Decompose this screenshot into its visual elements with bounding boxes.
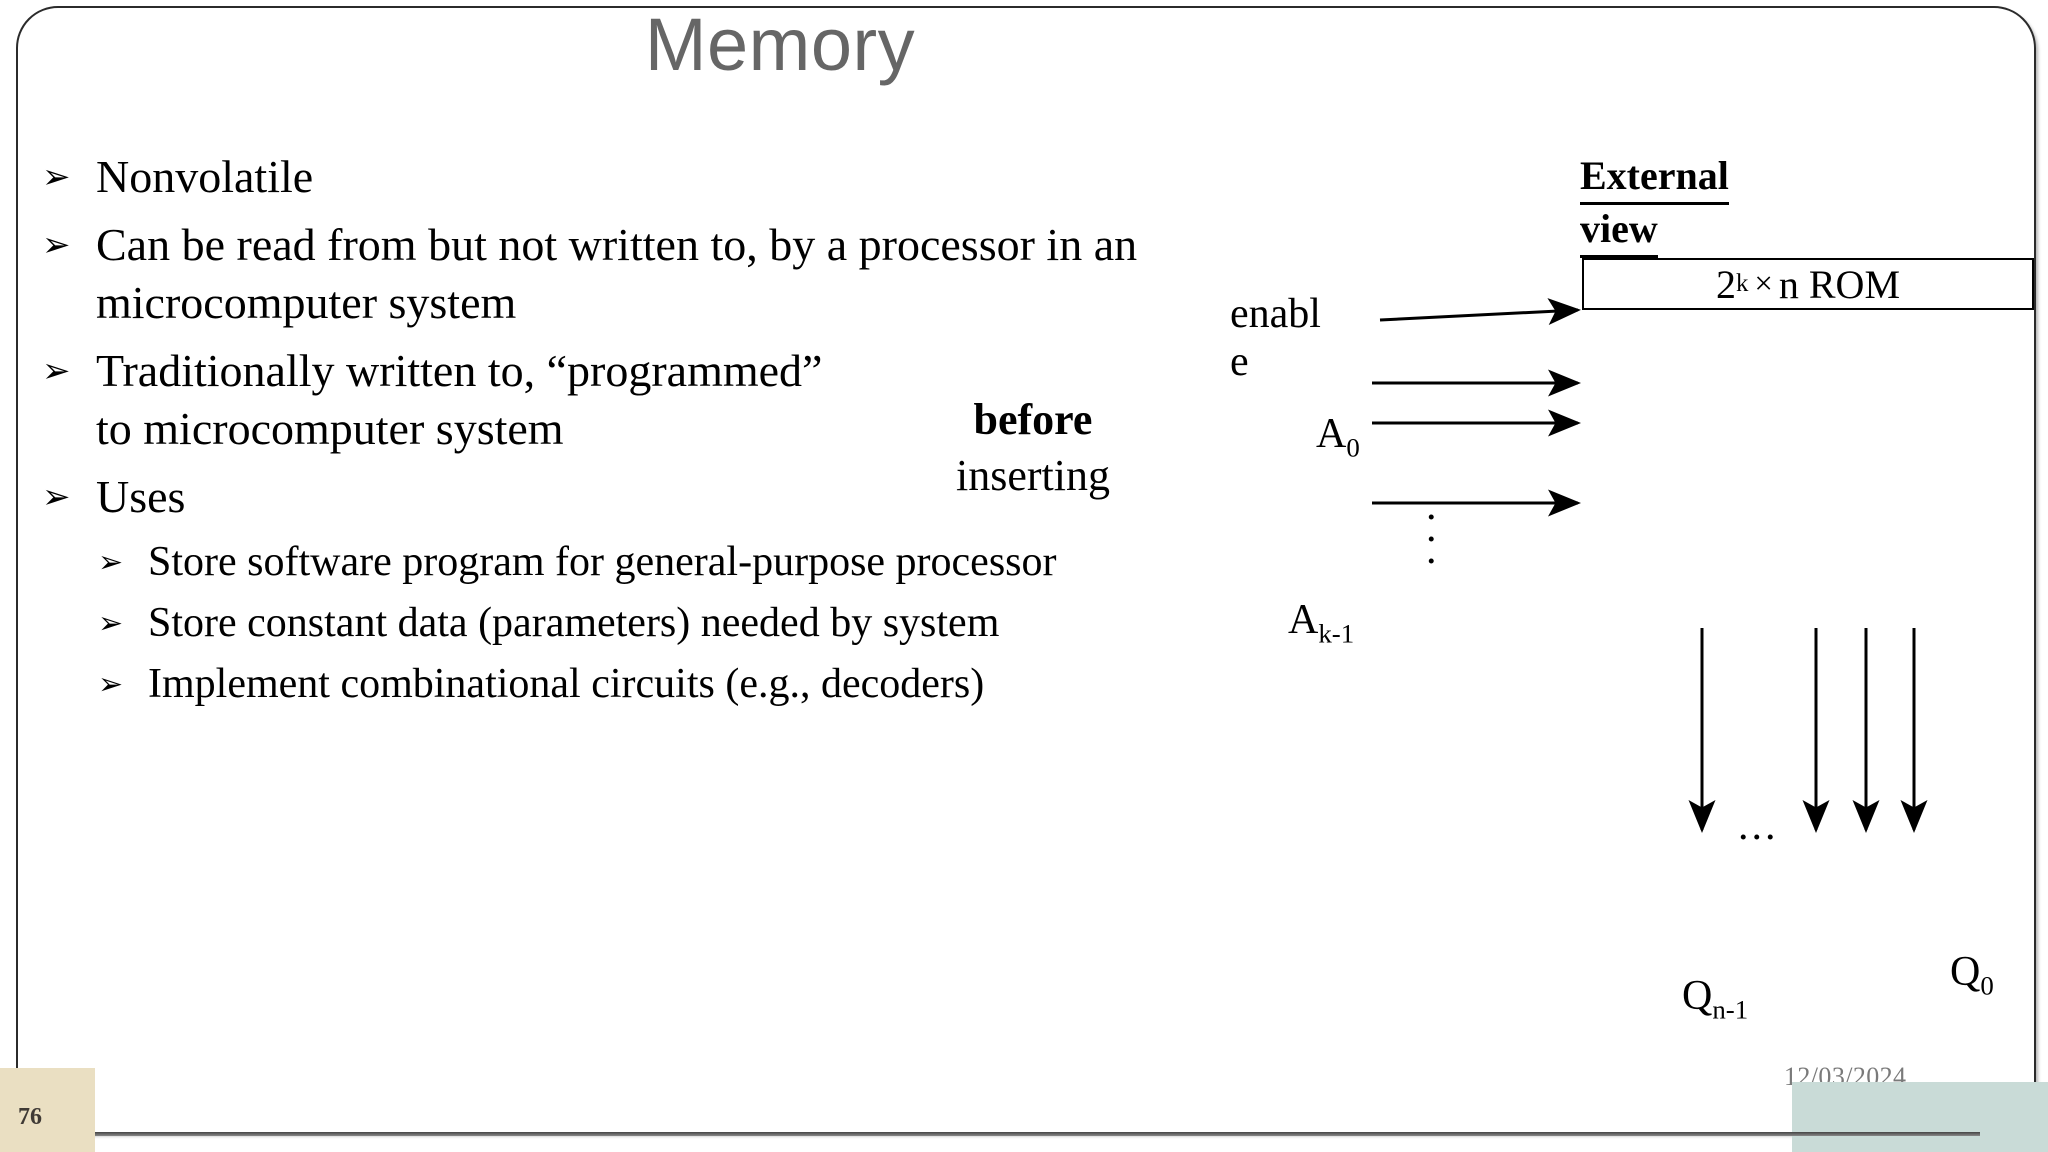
bullet-arrow-icon: ➢: [42, 157, 71, 197]
rom-block: [1582, 258, 2034, 310]
list-item-line-a: Traditionally written to, “programmed”: [96, 344, 823, 396]
bullet-arrow-icon: ➢: [98, 666, 124, 702]
diagram-heading-line1: External: [1580, 152, 1729, 205]
rom-exponent: k: [1735, 270, 1749, 297]
list-item-label: Store software program for general-purpo…: [148, 538, 1057, 585]
list-item-line-b: to microcomputer system: [96, 402, 564, 454]
enable-label-line2: e: [1230, 339, 1249, 386]
enable-arrow-icon: [1379, 298, 1581, 325]
overlapping-textbox: before inserting: [918, 392, 1148, 504]
output-right-label: Q0: [1950, 948, 1994, 1001]
list-item: ➢ Can be read from but not written to, b…: [42, 216, 1227, 332]
footer-divider: [28, 1132, 1980, 1136]
output-right-letter: Q: [1950, 949, 1981, 995]
enable-signal-label: enabl e: [1230, 290, 1358, 387]
output-horizontal-ellipsis-icon: ...: [1738, 803, 1779, 849]
list-item: ➢ Store constant data (parameters) neede…: [98, 597, 1227, 650]
address-top-index: 0: [1346, 432, 1360, 463]
bullet-arrow-icon: ➢: [98, 544, 124, 580]
list-item: ➢ Nonvolatile: [42, 148, 1227, 206]
output-left-label: Qn-1: [1682, 972, 1748, 1025]
diagram-wires: [1372, 298, 1928, 833]
rom-suffix: n ROM: [1778, 261, 1901, 307]
list-item: ➢ Uses: [42, 468, 1227, 526]
address-top-letter: A: [1316, 411, 1347, 457]
multiply-icon: ×: [1754, 265, 1773, 302]
output-left-index: n-1: [1712, 994, 1749, 1025]
address-bottom-label: Ak-1: [1288, 596, 1354, 649]
list-item-label: Uses: [96, 470, 186, 522]
bullet-list: ➢ Nonvolatile ➢ Can be read from but not…: [42, 148, 1227, 718]
address-top-label: A0: [1316, 410, 1360, 463]
output-right-index: 0: [1980, 970, 1994, 1001]
list-item: ➢ Store software program for general-pur…: [98, 536, 1227, 589]
output-left-letter: Q: [1682, 973, 1713, 1019]
overlap-line-inserting: inserting: [956, 450, 1110, 500]
page-title: Memory: [644, 3, 916, 86]
list-item-label: Can be read from but not written to, by …: [96, 218, 1138, 328]
address-bottom-letter: A: [1288, 597, 1319, 643]
diagram-heading-line2: view: [1580, 205, 1658, 258]
diagram-heading: External view: [1580, 152, 1780, 258]
page-number: 76: [18, 1104, 42, 1130]
rom-prefix: 2: [1715, 261, 1736, 307]
list-item: ➢ Implement combinational circuits (e.g.…: [98, 658, 1227, 711]
bullet-arrow-icon: ➢: [42, 350, 71, 391]
address-bottom-index: k-1: [1318, 618, 1355, 649]
decorative-block: [1792, 1082, 2048, 1152]
list-item: ➢ Traditionally written to, “programmed”…: [42, 342, 1227, 458]
address-vertical-ellipsis-icon: ...: [1426, 483, 1437, 573]
list-item-label: Implement combinational circuits (e.g., …: [148, 660, 985, 707]
enable-label-line1: enabl: [1230, 291, 1321, 337]
list-item-label: Store constant data (parameters) needed …: [148, 599, 1000, 646]
overlap-line-before: before: [973, 395, 1093, 444]
sub-bullet-list: ➢ Store software program for general-pur…: [98, 536, 1227, 711]
bullet-arrow-icon: ➢: [42, 476, 71, 517]
bullet-arrow-icon: ➢: [98, 605, 124, 641]
page-number-badge: [0, 1068, 95, 1152]
bullet-arrow-icon: ➢: [42, 224, 71, 265]
list-item-label: Nonvolatile: [96, 151, 314, 202]
list-item-label: Traditionally written to, “programmed” t…: [96, 342, 822, 458]
